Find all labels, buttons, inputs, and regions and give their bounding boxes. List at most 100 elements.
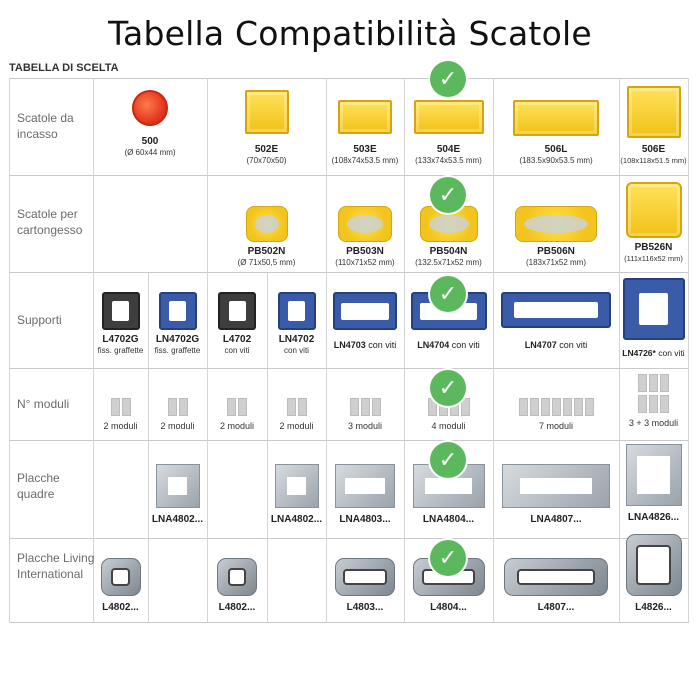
support-image [333,292,397,330]
product-dim: (108x74x53.5 mm) [331,156,399,165]
product-note: con viti [559,340,588,350]
modules-2: 2 moduli [267,398,326,431]
module-blocks [493,398,619,416]
product-code: LN4707 [524,340,557,350]
plate-square-LNA4802: LNA4802... [267,464,326,526]
product-code: LN4702G [155,334,200,345]
drywall-box-image [245,206,288,242]
living-plate-image [504,558,608,596]
product-note: con viti [451,340,480,350]
module-blocks [267,398,326,416]
product-code: L4807... [537,602,575,613]
product-dim: (183x71x52 mm) [525,258,587,267]
support-LN4702G: LN4702G fiss. graffette [148,292,207,356]
modules-label: 2 moduli [279,421,314,431]
plate-living-L4802: L4802... [207,558,267,614]
modules-2: 2 moduli [207,398,267,431]
box-506E: 506E (108x118x51.5 mm) [619,86,688,166]
product-code: L4702G [102,334,139,345]
plate-square-LNA4803: LNA4803... [326,464,404,526]
box-PB503N: PB503N (110x71x52 mm) [326,206,404,268]
product-code: LN4703 [333,340,366,350]
support-L4702: L4702 con viti [207,292,267,356]
product-code: L4804... [430,602,467,613]
product-dim: (70x70x50) [246,156,287,165]
square-plate-image [335,464,395,508]
square-plate-image [502,464,610,508]
modules-label: 2 moduli [219,421,255,431]
product-code: LN4702 [278,334,315,345]
modules-label: 3 moduli [347,421,383,431]
product-note: fiss. graffette [154,346,201,355]
row-label-placche-quadre: Placche quadre [17,471,60,501]
product-code: L4802... [218,602,256,613]
box-504E: 504E (133x74x53.5 mm) [404,100,493,166]
red-round-box-image [132,90,168,126]
support-LN4702: LN4702 con viti [267,292,326,356]
box-502E: 502E (70x70x50) [207,90,326,166]
box-PB526N: PB526N (111x116x52 mm) [619,182,688,264]
product-code: 504E [436,144,461,155]
modules-label: 3 + 3 moduli [628,418,679,428]
product-note: con viti [368,340,397,350]
support-LN4726: LN4726* con viti [619,278,688,358]
living-plate-image [335,558,395,596]
page-title: Tabella Compatibilità Scatole [108,14,592,53]
product-code: 506E [641,144,666,155]
yellow-box-image [244,90,289,134]
product-note: con viti [658,348,685,358]
box-PB502N: PB502N (Ø 71x50,5 mm) [207,206,326,268]
module-blocks [93,398,148,416]
product-code: PB506N [537,246,575,257]
product-dim: (132.5x71x52 mm) [415,258,482,267]
product-note: con viti [224,346,250,355]
product-code-note: LN4726* con viti [613,348,694,358]
compatibility-table: Scatole da incasso Scatole per cartonges… [9,61,689,623]
product-code: LNA4807... [530,514,582,525]
product-code: LNA4804... [422,514,475,525]
product-note: con viti [284,346,309,355]
support-LN4707: LN4707 con viti [493,292,619,350]
check-icon: ✓ [430,276,466,312]
support-LN4704: LN4704 con viti [404,292,493,350]
support-image [277,292,316,330]
modules-label: 2 moduli [160,421,195,431]
product-code: LNA4802... [151,514,204,525]
square-plate-image [274,464,319,508]
plate-square-LNA4807: LNA4807... [493,464,619,526]
product-code: LNA4803... [339,514,391,525]
product-code: PB502N [247,246,286,257]
check-icon: ✓ [430,370,466,406]
support-L4702G: L4702G fiss. graffette [93,292,148,356]
product-code: 502E [254,144,279,155]
modules-2: 2 moduli [93,398,148,431]
product-code: LNA4826... [627,512,680,523]
product-dim: (183.5x90x53.5 mm) [519,156,593,165]
support-LN4703: LN4703 con viti [326,292,404,350]
product-code-note: LN4704 con viti [404,340,493,350]
support-image [622,278,685,340]
check-icon: ✓ [430,540,466,576]
plate-living-L4802: L4802... [93,558,148,614]
yellow-box-image [513,100,599,136]
product-code: LNA4802... [270,514,323,525]
product-code: PB526N [634,242,673,253]
plate-living-L4807: L4807... [493,558,619,614]
drywall-box-image [515,206,597,242]
support-image [501,292,611,328]
modules-label: 2 moduli [103,421,138,431]
check-icon: ✓ [430,442,466,478]
product-code: PB504N [429,246,468,257]
module-blocks [619,395,688,413]
support-image [101,292,140,330]
product-dim: (133x74x53.5 mm) [415,156,482,165]
box-500: 500 (Ø 60x44 mm) [93,90,207,158]
modules-label: 4 moduli [431,421,466,431]
product-code: L4826... [635,602,672,613]
product-code: LN4704 [417,340,450,350]
modules-3: 3 moduli [326,398,404,431]
modules-label: 7 moduli [538,421,574,431]
check-icon: ✓ [430,61,466,97]
square-plate-image [625,444,682,506]
square-plate-image [155,464,200,508]
